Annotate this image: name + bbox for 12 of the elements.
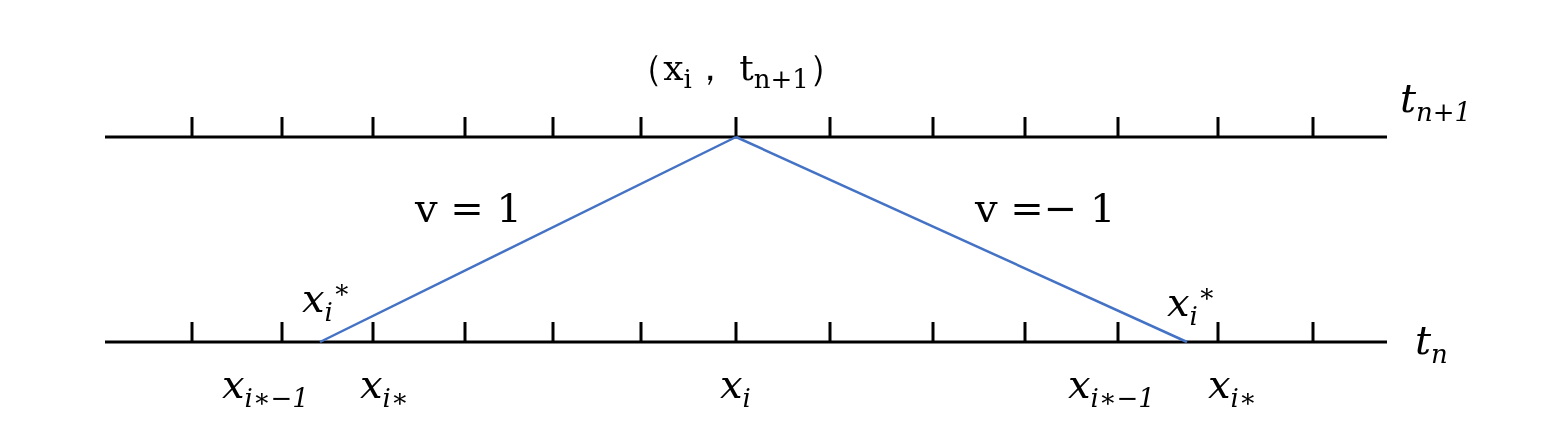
characteristic-line xyxy=(319,135,737,344)
time-level-label: t$_{n}$ xyxy=(1415,320,1448,367)
grid-point-label: x$_{i∗−1}$ xyxy=(222,364,309,411)
grid-point-label: x$_{i∗}$ xyxy=(360,364,409,411)
grid-point-label: x$_{i∗−1}$ xyxy=(1068,364,1155,411)
characteristic-line xyxy=(735,135,1188,344)
edge-label: v =− 1 xyxy=(975,188,1116,228)
time-level-label: t$_{n+1}$ xyxy=(1400,78,1472,125)
grid-point-label: x$_{i∗}$ xyxy=(1208,364,1257,411)
point-label: （x$_{i}$， t$_{n+1}$） xyxy=(627,50,845,93)
grid-point-label: x$_{i}$ xyxy=(720,364,751,411)
edge-label: v = 1 xyxy=(415,188,522,228)
